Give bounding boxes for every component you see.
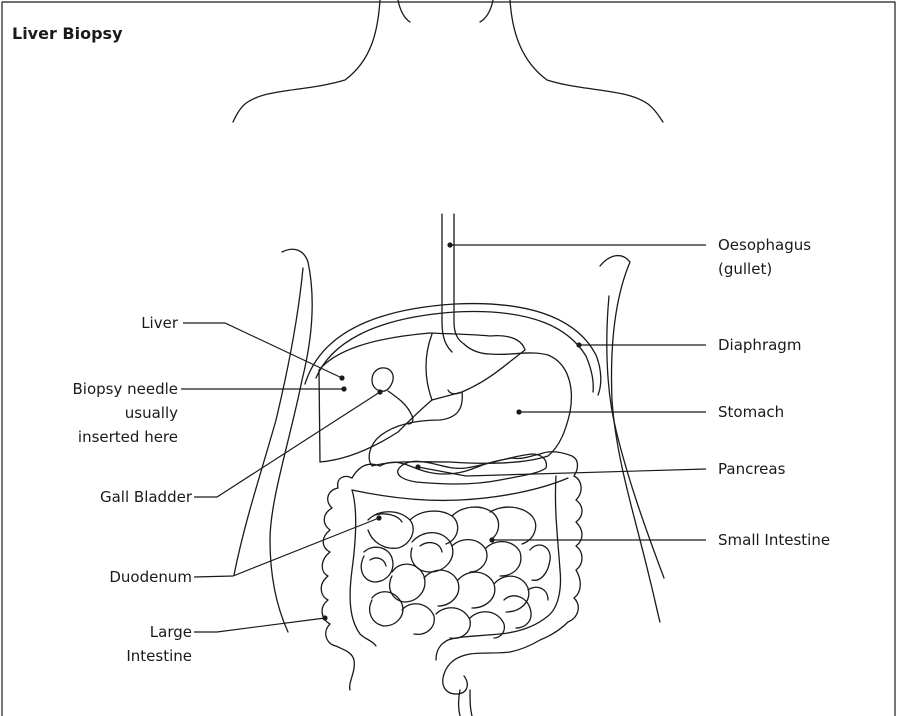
label-large-intestine: Large Intestine — [126, 620, 192, 668]
label-large-intestine-line-1: Large — [126, 620, 192, 644]
stomach — [369, 344, 571, 466]
label-pancreas: Pancreas — [718, 457, 785, 481]
label-oesophagus: Oesophagus (gullet) — [718, 233, 811, 281]
liver — [319, 333, 525, 462]
label-biopsy-line-2: usually — [73, 401, 179, 425]
large-intestine — [321, 476, 376, 690]
label-small-intestine: Small Intestine — [718, 528, 830, 552]
body-outline — [233, 0, 664, 632]
label-biopsy-needle: Biopsy needle usually inserted here — [73, 377, 179, 449]
small-intestine — [361, 507, 550, 638]
oesophagus — [442, 214, 464, 352]
label-diaphragm: Diaphragm — [718, 333, 801, 357]
label-oesophagus-line-2: (gullet) — [718, 257, 811, 281]
label-oesophagus-line-1: Oesophagus — [718, 233, 811, 257]
label-biopsy-line-1: Biopsy needle — [73, 377, 179, 401]
gall-bladder — [372, 368, 413, 424]
diagram-title: Liver Biopsy — [12, 24, 123, 43]
label-liver: Liver — [141, 311, 178, 335]
label-large-intestine-line-2: Intestine — [126, 644, 192, 668]
label-duodenum: Duodenum — [109, 565, 192, 589]
label-gall-bladder: Gall Bladder — [100, 485, 192, 509]
leader-lines — [181, 242, 706, 632]
label-stomach: Stomach — [718, 400, 784, 424]
label-biopsy-line-3: inserted here — [73, 425, 179, 449]
